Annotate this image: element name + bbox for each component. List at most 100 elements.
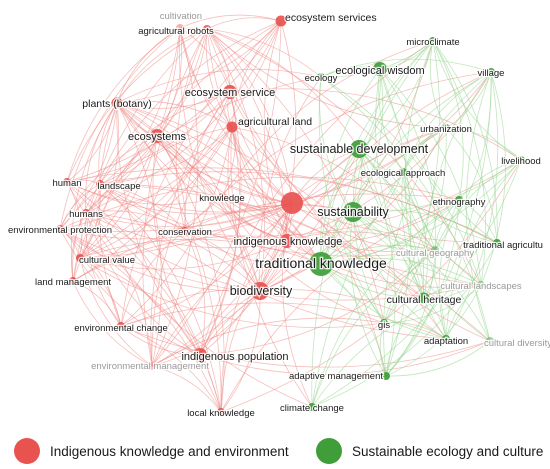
edge-traditional-knowledge-cultural-heritage [320, 263, 425, 299]
edge-knowledge-gis [221, 196, 385, 324]
node-traditional-knowledge[interactable] [309, 252, 333, 276]
node-ecosystems[interactable] [150, 129, 164, 143]
node-environmental-change[interactable] [117, 322, 125, 330]
node-traditional-knowledge-hub[interactable] [281, 192, 303, 214]
edge-agricultural-robots-traditional-knowledge-hub [206, 28, 293, 204]
node-ecological-approach[interactable] [399, 168, 407, 176]
edge-livelihood-cultural-geography [434, 159, 522, 251]
label-cultural-diversity: cultural diversity [484, 338, 550, 349]
edge-agricultural-land-environmental-protection [59, 126, 233, 230]
label-cultural-geography: cultural geography [396, 248, 474, 259]
edge-indigenous-population-cultural-geography [199, 249, 436, 356]
node-ecological-wisdom[interactable] [373, 62, 387, 76]
edge-knowledge-microclimate [221, 40, 434, 198]
node-ecology[interactable] [317, 73, 325, 81]
node-sustainable-development[interactable] [350, 140, 368, 158]
edge-cultural-value-traditional-knowledge [79, 238, 322, 265]
edge-traditional-agriculture-climate-change [311, 242, 498, 408]
node-sustainability[interactable] [343, 202, 363, 222]
node-environmental-protection[interactable] [56, 225, 64, 233]
edge-cultural-geography-traditional-knowledge [320, 245, 436, 265]
edge-sustainable-development-gis [352, 148, 385, 324]
edge-ethnography-adaptation [438, 199, 460, 340]
node-cultural-geography[interactable] [431, 246, 439, 254]
node-cultural-value[interactable] [76, 254, 84, 262]
node-conservation[interactable] [181, 227, 189, 235]
edge-ecosystem-service-land-management [72, 91, 231, 282]
edge-cultural-value-indigenous-population [79, 257, 201, 356]
edge-microclimate-gis [383, 40, 441, 324]
edge-agricultural-robots-urbanization [206, 28, 447, 129]
label-knowledge: knowledge [199, 193, 244, 204]
node-land-management[interactable] [69, 277, 77, 285]
edge-urbanization-livelihood [445, 127, 522, 161]
node-local-knowledge[interactable] [217, 408, 225, 416]
node-environmental-management[interactable] [148, 362, 156, 370]
edge-ecological-wisdom-adaptive-management [379, 68, 412, 377]
edge-cultural-value-gis [79, 257, 385, 328]
node-cultural-landscapes[interactable] [477, 281, 485, 289]
edge-biodiversity-indigenous-population [199, 290, 261, 356]
node-indigenous-population[interactable] [193, 348, 207, 362]
node-urbanization[interactable] [442, 124, 450, 132]
label-local-knowledge: local knowledge [187, 408, 255, 419]
node-ecosystem-service[interactable] [223, 85, 237, 99]
edge-microclimate-sustainable-development [358, 40, 434, 150]
network-nodes [56, 15, 525, 416]
edge-ecological-wisdom-cultural-landscapes [379, 68, 482, 286]
node-biodiversity[interactable] [251, 282, 269, 300]
edge-ethnography-adaptive-management [385, 199, 460, 377]
node-cultural-diversity[interactable] [486, 337, 494, 345]
edge-cultivation-traditional-knowledge-hub [179, 27, 293, 204]
edge-environmental-change-adaptation [120, 302, 447, 340]
node-knowledge[interactable] [218, 193, 226, 201]
node-landscape[interactable] [96, 180, 104, 188]
node-adaptation[interactable] [442, 335, 450, 343]
legend-item-sustainable: Sustainable ecology and culture [316, 438, 543, 464]
node-humans[interactable] [82, 209, 90, 217]
edge-conservation-traditional-knowledge [184, 230, 322, 266]
label-ecosystem-services: ecosystem services [285, 12, 377, 24]
edge-biodiversity-ecology [258, 76, 322, 292]
node-microclimate[interactable] [429, 37, 437, 45]
edge-landscape-cultural-diversity [99, 183, 491, 342]
edge-biodiversity-adaptation [259, 289, 447, 340]
node-ecosystem-services[interactable] [275, 15, 287, 27]
node-ethnography[interactable] [455, 196, 463, 204]
node-cultivation[interactable] [176, 24, 184, 32]
node-climate-change[interactable] [308, 403, 316, 411]
label-biodiversity: biodiversity [230, 284, 293, 298]
label-cultural-landscapes: cultural landscapes [440, 281, 522, 292]
node-traditional-agriculture[interactable] [493, 239, 501, 247]
edge-humans-land-management [71, 212, 87, 282]
edge-ecosystems-local-knowledge [156, 135, 225, 413]
edge-humans-conservation [85, 210, 186, 232]
edge-ethnography-traditional-agriculture [458, 199, 498, 244]
edge-agricultural-land-indigenous-population [199, 126, 241, 356]
edge-cultivation-environmental-protection [59, 27, 181, 230]
edge-urbanization-traditional-knowledge [320, 127, 447, 265]
node-plants-botany[interactable] [111, 97, 123, 109]
edge-indigenous-knowledge-cultural-geography [286, 231, 436, 251]
edge-sustainable-development-cultural-geography [358, 148, 436, 251]
label-environmental-protection: environmental protection [8, 225, 112, 236]
label-urbanization: urbanization [420, 124, 472, 135]
node-human[interactable] [63, 178, 71, 186]
label-cultural-heritage: cultural heritage [387, 294, 462, 306]
node-agricultural-robots[interactable] [203, 25, 211, 33]
label-ecology: ecology [305, 73, 338, 84]
node-indigenous-knowledge[interactable] [280, 234, 294, 248]
edge-cultivation-biodiversity [179, 27, 261, 292]
edge-microclimate-cultural-landscapes [432, 40, 486, 286]
edge-livelihood-climate-change [311, 159, 522, 408]
node-gis[interactable] [380, 319, 388, 327]
edge-village-traditional-knowledge [320, 71, 492, 265]
label-plants-botany: plants (botany) [82, 98, 151, 110]
edge-human-local-knowledge [66, 181, 222, 413]
node-livelihood[interactable] [517, 156, 525, 164]
node-agricultural-land[interactable] [226, 121, 238, 133]
node-cultural-heritage[interactable] [418, 292, 430, 304]
node-adaptive-management[interactable] [382, 372, 390, 380]
node-village[interactable] [487, 68, 495, 76]
